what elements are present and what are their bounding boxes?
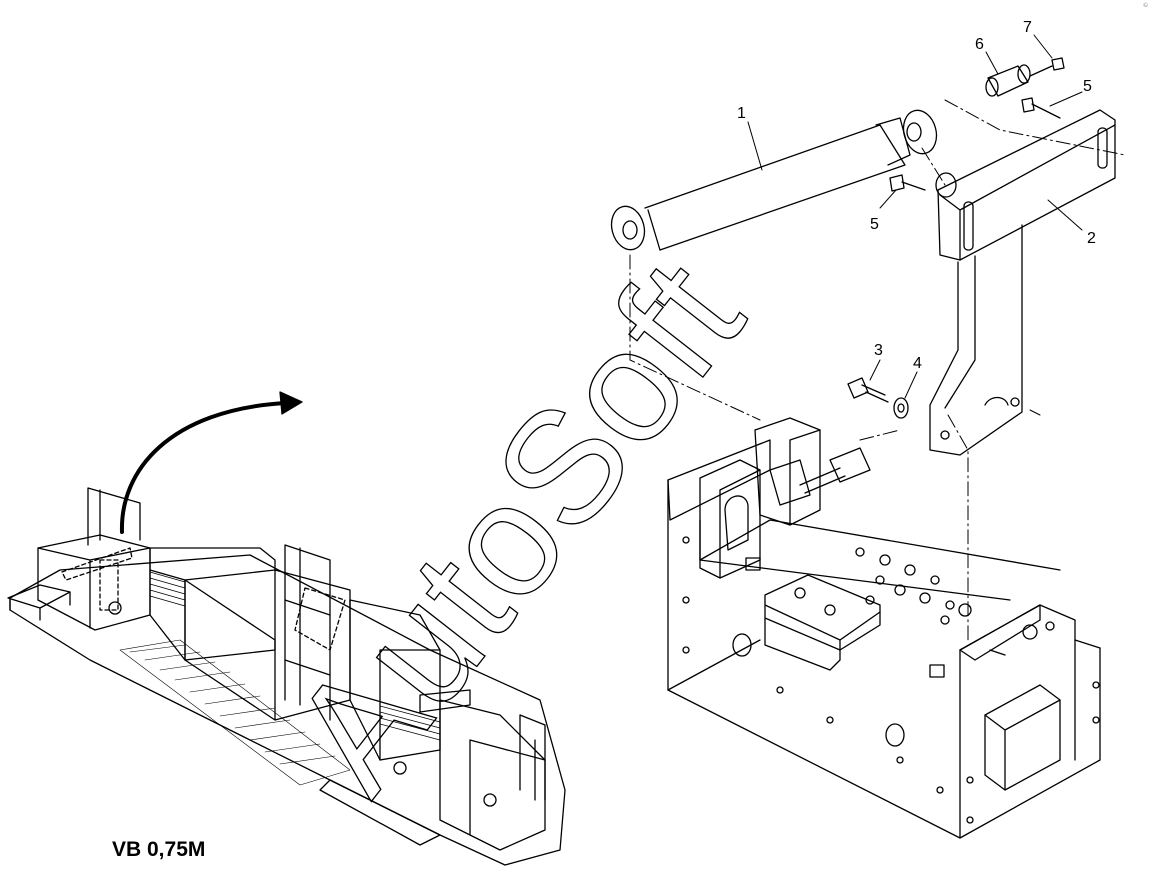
callout-5-lower: 5 bbox=[870, 216, 879, 233]
machine-frame bbox=[667, 417, 1101, 839]
callout-leaders bbox=[747, 34, 1083, 399]
model-label: VB 0,75M bbox=[112, 838, 206, 861]
callout-4: 4 bbox=[913, 355, 922, 372]
washer-part-4 bbox=[893, 397, 909, 419]
callout-7: 7 bbox=[1023, 19, 1032, 36]
callout-3: 3 bbox=[874, 342, 883, 359]
callout-2: 2 bbox=[1087, 230, 1096, 247]
screw-part-7 bbox=[1029, 57, 1065, 77]
machine-overview-drawing bbox=[7, 487, 566, 866]
bushing-part-6 bbox=[985, 64, 1031, 97]
callout-6: 6 bbox=[975, 36, 984, 53]
screw-part-5-lower bbox=[889, 174, 926, 192]
callout-5-upper: 5 bbox=[1083, 78, 1092, 95]
alignment-lines bbox=[629, 99, 1126, 641]
zoom-arrow bbox=[119, 391, 303, 534]
screw-part-5-upper bbox=[1021, 97, 1061, 119]
callout-1: 1 bbox=[737, 105, 746, 122]
hydraulic-cylinder-part-1 bbox=[610, 109, 938, 251]
bolt-part-3 bbox=[847, 377, 889, 403]
bracket-plate-part-2 bbox=[929, 109, 1116, 456]
